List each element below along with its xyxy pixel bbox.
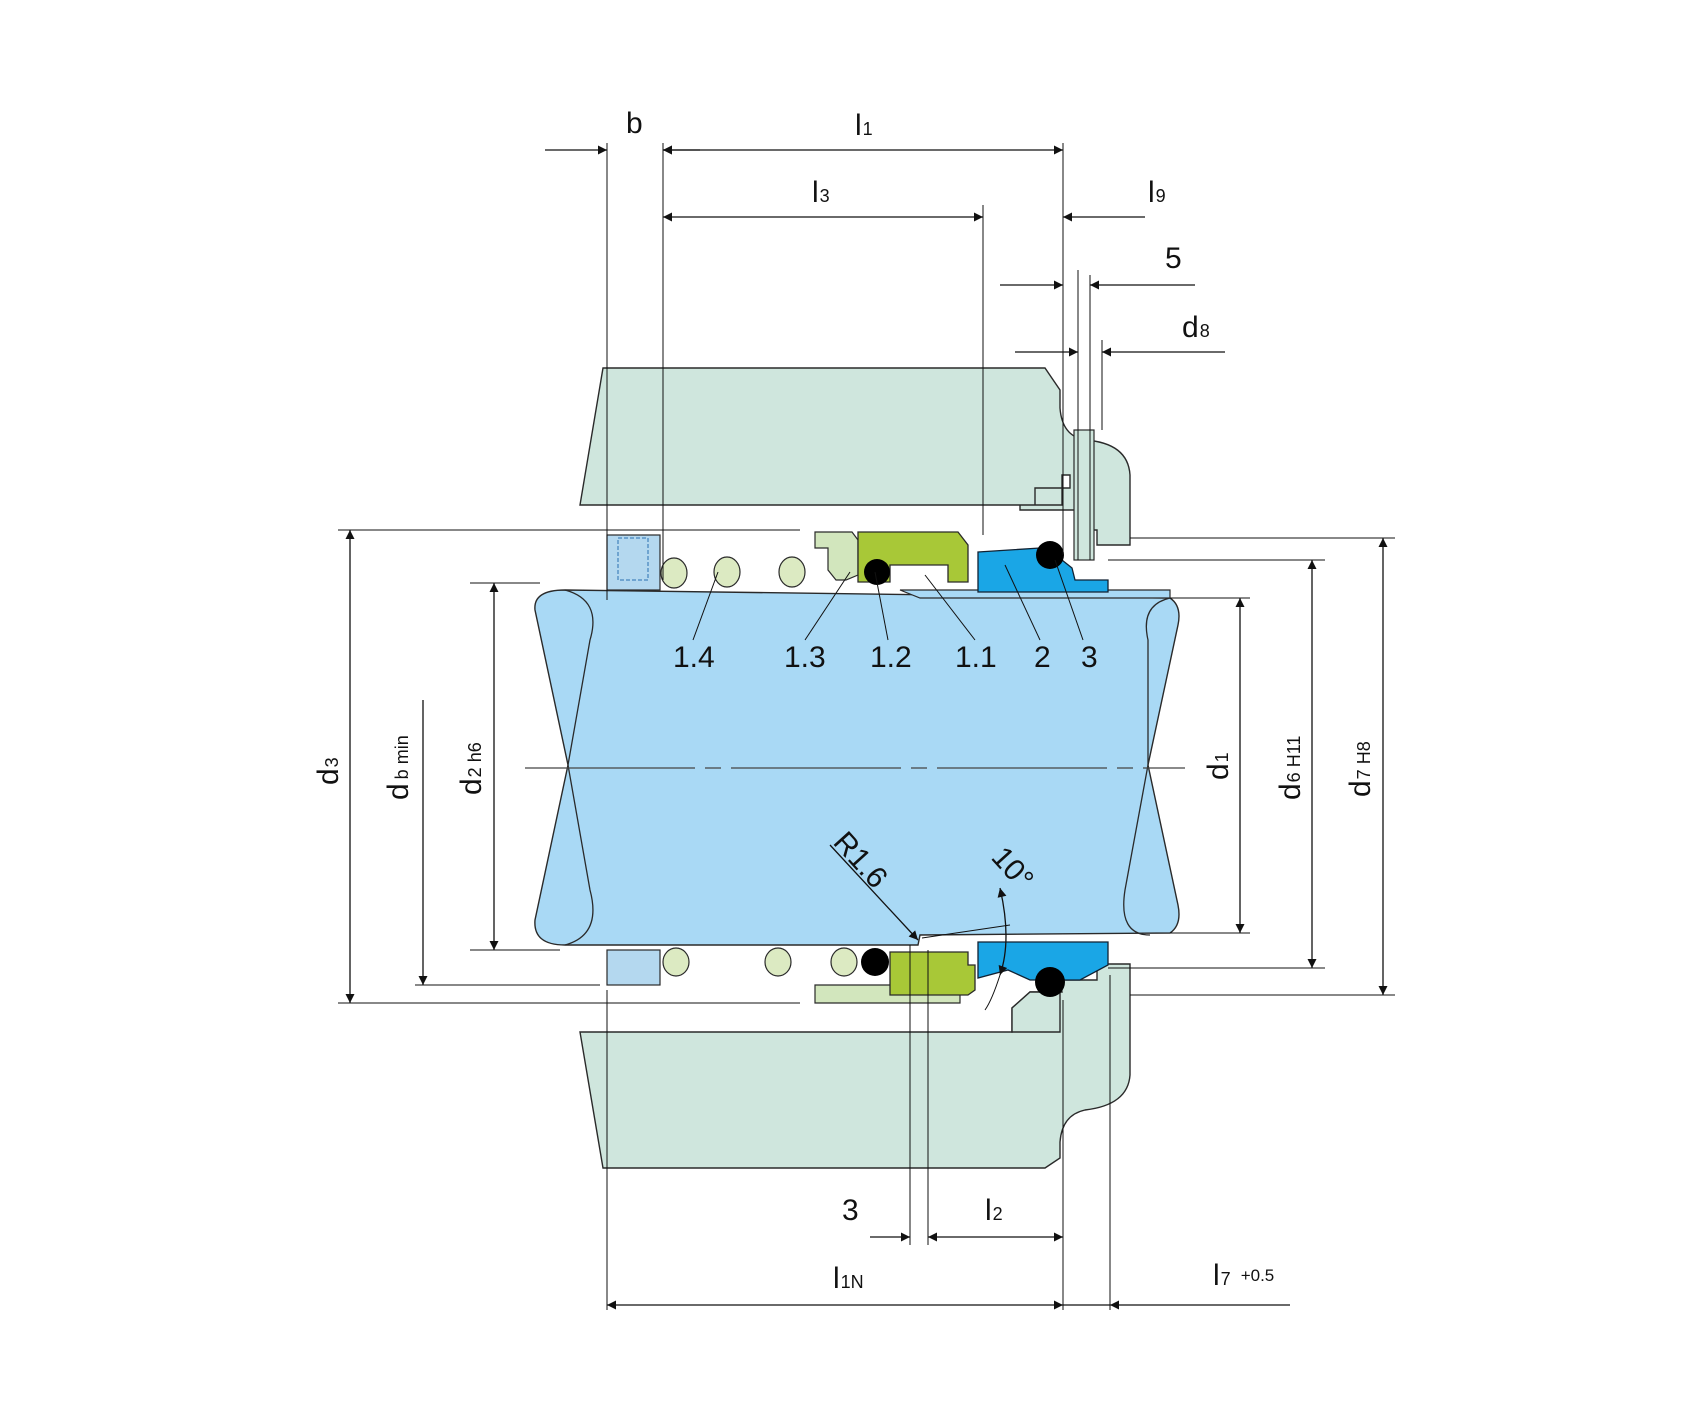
label-d8: d8 bbox=[1182, 311, 1210, 344]
label-3: 3 bbox=[842, 1194, 859, 1227]
oring-3-lower bbox=[1035, 967, 1065, 997]
oring-1-2-upper bbox=[864, 559, 890, 585]
label-l9: l9 bbox=[1148, 176, 1166, 209]
anti-rotation-pin bbox=[1073, 429, 1095, 561]
part-label-1-3: 1.3 bbox=[784, 641, 826, 674]
oring-3-upper bbox=[1036, 541, 1064, 569]
oring-1-2-lower bbox=[861, 948, 889, 976]
spring-coil bbox=[778, 556, 806, 588]
rotary-ring-lower bbox=[889, 951, 976, 996]
shaft-right-break bbox=[1123, 597, 1171, 936]
part-label-1-2: 1.2 bbox=[870, 641, 912, 674]
spring-coil bbox=[830, 947, 858, 977]
label-d1: d1 bbox=[1202, 752, 1235, 780]
housing-upper bbox=[579, 367, 1131, 546]
spring-coils-upper bbox=[660, 556, 806, 589]
drive-collar-upper bbox=[606, 534, 661, 591]
holder-upper bbox=[814, 531, 859, 581]
spring-coil bbox=[713, 556, 741, 588]
spring-coils-lower bbox=[662, 947, 858, 977]
label-d2: d2 h6 bbox=[455, 742, 488, 795]
dim-angle bbox=[997, 887, 1008, 976]
part-label-1-1: 1.1 bbox=[955, 641, 997, 674]
drive-collar-lower bbox=[606, 949, 661, 986]
label-l3: l3 bbox=[812, 176, 830, 209]
housing-lower bbox=[579, 963, 1131, 1169]
shaft-left-break bbox=[564, 589, 594, 946]
label-d3: d3 bbox=[312, 757, 345, 785]
label-l7: l7+0.5 bbox=[1213, 1259, 1274, 1292]
spring-coil bbox=[764, 947, 792, 977]
label-5: 5 bbox=[1165, 242, 1182, 275]
housing-lower-step bbox=[1011, 991, 1061, 1033]
label-l1n: l1N bbox=[833, 1262, 864, 1295]
part-label-3: 3 bbox=[1081, 641, 1098, 674]
part-label-2: 2 bbox=[1034, 641, 1051, 674]
set-screw bbox=[617, 537, 649, 581]
label-d7: d7 H8 bbox=[1344, 741, 1377, 797]
dim-r16 bbox=[829, 844, 919, 941]
label-b: b bbox=[626, 107, 643, 140]
part-label-1-4: 1.4 bbox=[673, 641, 715, 674]
spring-coil bbox=[660, 557, 688, 589]
label-l1: l1 bbox=[855, 109, 873, 142]
label-d6: d6 H11 bbox=[1274, 736, 1307, 800]
spring-coil bbox=[662, 947, 690, 977]
label-db: db min bbox=[382, 735, 415, 800]
label-l2: l2 bbox=[985, 1194, 1003, 1227]
